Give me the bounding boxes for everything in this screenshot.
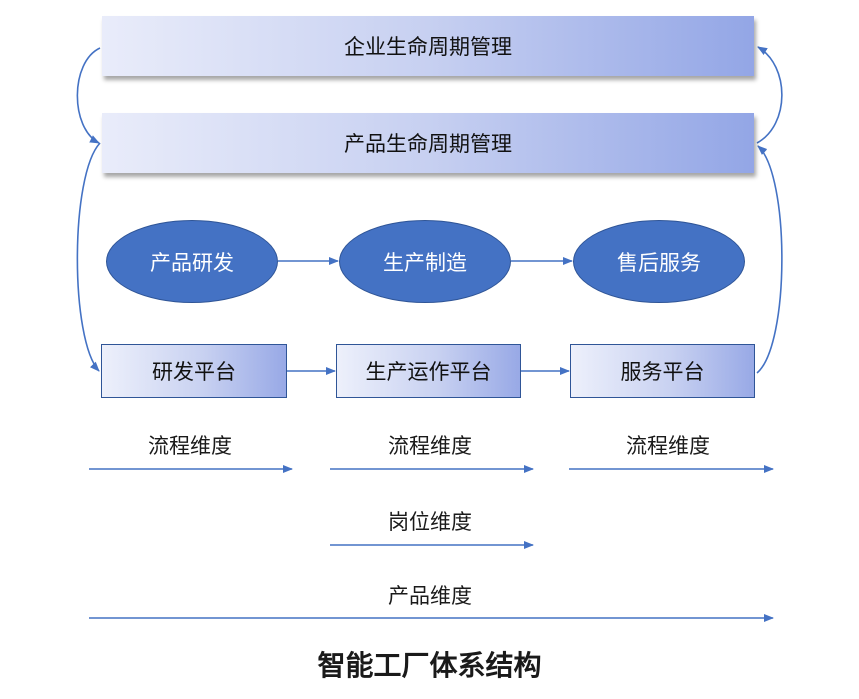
stage-after-sales-label: 售后服务: [617, 250, 701, 275]
figure-title: 智能工厂体系结构: [317, 649, 542, 682]
production-ops-platform-box: 生产运作平台: [336, 344, 521, 398]
stage-rd-label: 产品研发: [150, 250, 234, 275]
stage-manufacturing-ellipse: 生产制造: [339, 220, 511, 303]
process-dimension-label-3: 流程维度: [626, 434, 710, 458]
stage-manufacturing-label: 生产制造: [383, 250, 467, 275]
enterprise-lifecycle-label: 企业生命周期管理: [344, 35, 512, 59]
stage-after-sales-ellipse: 售后服务: [573, 220, 745, 303]
service-platform-box: 服务平台: [570, 344, 755, 398]
stage-rd-ellipse: 产品研发: [106, 220, 278, 303]
loop-arrow-product-to-enterprise: [756, 46, 783, 144]
process-dimension-label-2: 流程维度: [388, 434, 472, 458]
loop-arrow-service-platform-to-product: [756, 145, 783, 374]
product-dimension-label: 产品维度: [388, 584, 472, 608]
product-lifecycle-bar: 产品生命周期管理: [102, 113, 754, 173]
loop-arrow-product-to-rd-platform: [76, 142, 101, 372]
rd-platform-label: 研发平台: [152, 360, 236, 384]
service-platform-label: 服务平台: [620, 360, 705, 384]
loop-arrow-enterprise-to-product: [76, 47, 101, 144]
rd-platform-box: 研发平台: [101, 344, 287, 398]
enterprise-lifecycle-bar: 企业生命周期管理: [102, 16, 754, 76]
position-dimension-label: 岗位维度: [388, 510, 472, 534]
process-dimension-label-1: 流程维度: [148, 434, 232, 458]
product-lifecycle-label: 产品生命周期管理: [344, 132, 512, 156]
production-ops-platform-label: 生产运作平台: [365, 360, 492, 384]
